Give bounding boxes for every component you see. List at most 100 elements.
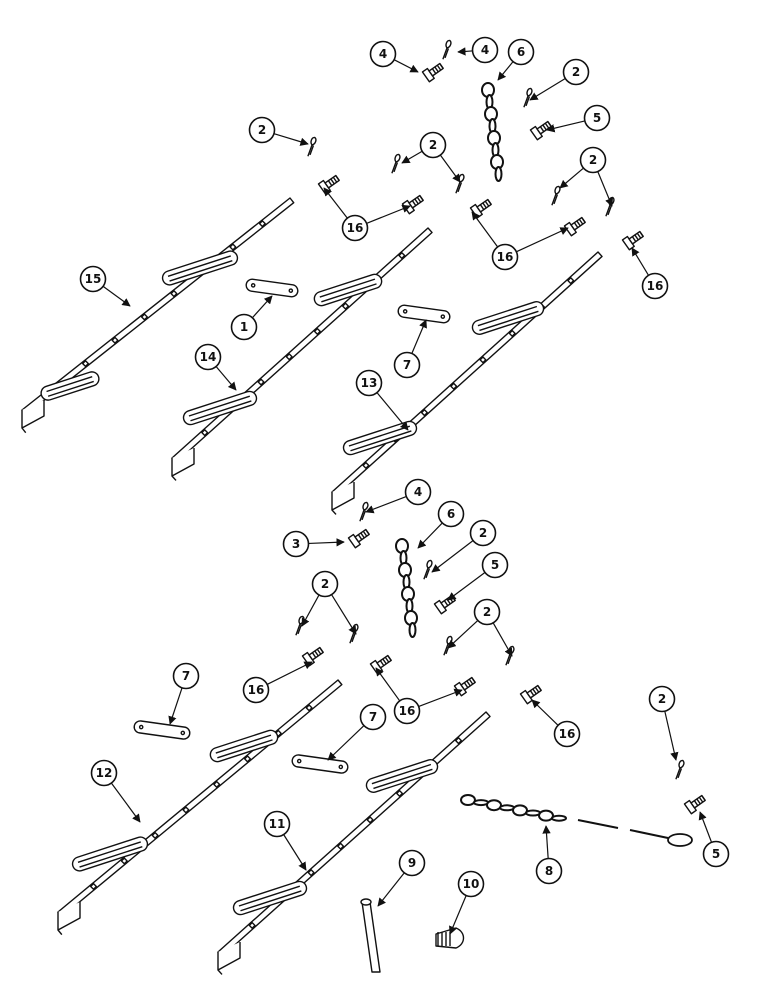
bolt-5	[683, 794, 706, 815]
callout-1: 1	[230, 313, 258, 341]
callout-number: 16	[559, 727, 576, 741]
callout-number: 2	[572, 65, 580, 79]
callout-16: 16	[641, 272, 669, 300]
callout-16: 16	[491, 243, 519, 271]
leader-arrow	[394, 59, 419, 73]
callout-number: 1	[240, 320, 248, 334]
leader-arrow	[323, 187, 348, 219]
leader-arrow	[440, 155, 461, 183]
leader-arrow	[267, 661, 313, 685]
callout-5: 5	[481, 551, 509, 579]
cotter-pin-2	[443, 635, 453, 656]
tooth-bracket	[71, 836, 149, 872]
bolt-16	[563, 216, 586, 237]
callout-13: 13	[355, 369, 383, 397]
callout-number: 2	[658, 692, 666, 706]
callout-number: 7	[403, 358, 411, 372]
callout-number: 2	[483, 605, 491, 619]
bolt-3	[347, 528, 370, 549]
cotter-pin-2	[523, 87, 533, 108]
leader-arrow	[168, 688, 183, 725]
callout-number: 9	[408, 856, 416, 870]
callout-4: 4	[471, 36, 499, 64]
leader-arrow	[698, 811, 712, 843]
leader-arrow	[497, 61, 514, 81]
leader-arrow	[103, 286, 131, 307]
callout-6: 6	[507, 38, 535, 66]
callout-number: 16	[248, 683, 265, 697]
leader-arrow	[411, 319, 427, 354]
leader-arrow	[457, 47, 473, 56]
cotter-pin-2	[675, 759, 685, 780]
callout-number: 16	[497, 250, 514, 264]
callout-2: 2	[469, 519, 497, 547]
leader-arrow	[418, 688, 463, 707]
callout-number: 2	[589, 153, 597, 167]
leader-arrow	[274, 133, 309, 146]
callout-2: 2	[648, 685, 676, 713]
callout-2: 2	[248, 116, 276, 144]
cotter-pin-2	[505, 645, 515, 666]
bolt-16	[301, 646, 324, 667]
leader-arrow	[417, 522, 443, 549]
callout-9: 9	[398, 849, 426, 877]
callout-5: 5	[702, 840, 730, 868]
cotter-pin-2	[307, 136, 317, 157]
callout-number: 4	[379, 47, 387, 61]
tooth-bracket	[342, 420, 418, 456]
leader-arrow	[327, 725, 365, 761]
cotter-pin-2	[349, 623, 359, 644]
callout-number: 2	[321, 577, 329, 591]
callout-8: 8	[535, 857, 563, 885]
callout-number: 3	[292, 537, 300, 551]
callout-number: 13	[361, 376, 378, 390]
callout-number: 5	[593, 111, 601, 125]
tooth-bracket	[471, 301, 545, 335]
callout-number: 10	[463, 877, 480, 891]
chain-6	[481, 82, 504, 182]
leader-arrow	[301, 595, 320, 627]
cotter-pin-2	[551, 185, 561, 206]
leader-arrow	[431, 540, 474, 573]
bolt-4	[421, 62, 444, 83]
callout-11: 11	[263, 810, 291, 838]
leader-arrow	[365, 496, 407, 514]
callout-number: 4	[414, 485, 422, 499]
callout-number: 4	[481, 43, 489, 57]
callout-number: 8	[545, 864, 553, 878]
callout-16: 16	[242, 676, 270, 704]
bolt-16	[621, 230, 644, 251]
link-plate-7	[133, 720, 191, 740]
bolt-16	[401, 194, 424, 215]
leader-arrow	[597, 171, 613, 207]
callout-number: 6	[517, 45, 525, 59]
leader-arrow	[471, 211, 498, 247]
cotter-pin-2	[295, 615, 305, 636]
leader-arrow	[447, 620, 478, 649]
callout-number: 5	[712, 847, 720, 861]
leader-arrow	[308, 538, 345, 547]
leader-arrow	[492, 623, 513, 657]
callout-number: 16	[399, 704, 416, 718]
chain-6	[395, 538, 418, 638]
link-plate-7	[397, 304, 451, 324]
leader-arrow	[631, 247, 649, 276]
leader-arrow	[252, 295, 273, 318]
callout-15: 15	[79, 265, 107, 293]
tooth-bracket	[182, 390, 258, 426]
cotter-pin-2	[391, 153, 401, 174]
callout-number: 16	[347, 221, 364, 235]
callout-number: 12	[96, 766, 113, 780]
callout-number: 2	[258, 123, 266, 137]
callout-3: 3	[282, 530, 310, 558]
leader-arrow	[366, 204, 411, 224]
tooth-bracket	[313, 273, 383, 307]
callout-7: 7	[393, 351, 421, 379]
callout-4: 4	[404, 478, 432, 506]
leader-arrow	[529, 78, 566, 101]
leader-arrow	[111, 783, 141, 823]
bolt-16	[519, 684, 542, 705]
callout-5: 5	[583, 104, 611, 132]
cotter-pin-4	[442, 39, 452, 60]
callout-7: 7	[359, 703, 387, 731]
